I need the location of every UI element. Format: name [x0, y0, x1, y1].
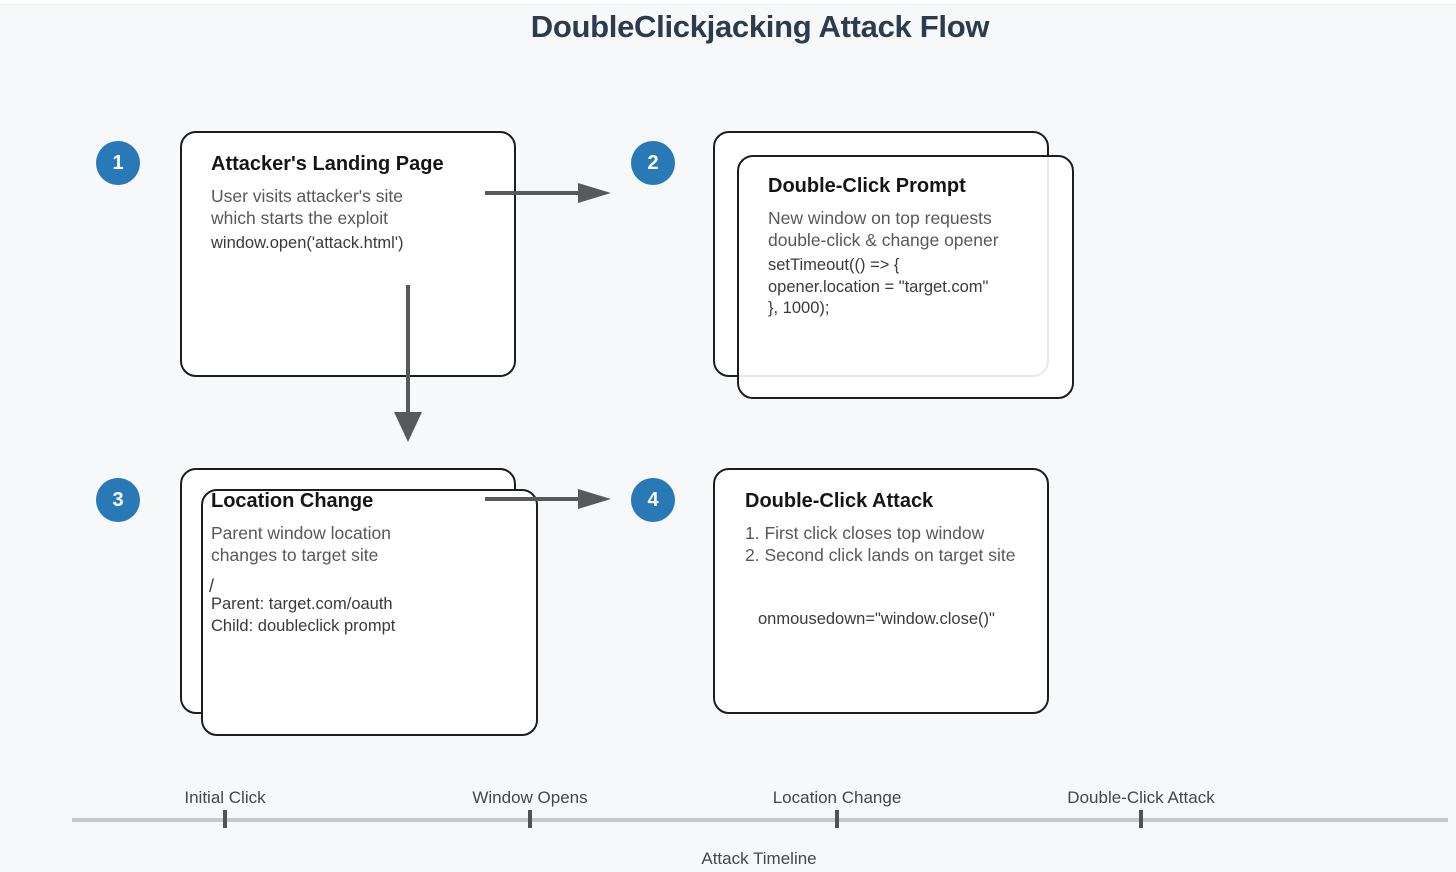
- card-3-title: Location Change: [211, 490, 374, 512]
- card-4-title: Double-Click Attack: [745, 490, 934, 512]
- card-attackers-landing-page: [180, 131, 516, 377]
- card-2-body-line: New window on top requests: [768, 208, 992, 228]
- card-1-content: Attacker's Landing Page User visits atta…: [211, 153, 444, 255]
- card-1-title: Attacker's Landing Page: [211, 153, 444, 175]
- arrow-down-icon: [394, 412, 422, 442]
- card-double-click-attack: [713, 468, 1049, 714]
- timeline-label-initial-click: Initial Click: [184, 788, 266, 807]
- card-3-body-line: changes to target site: [211, 544, 379, 565]
- card-4-content: Double-Click Attack 1. First click close…: [745, 490, 1015, 631]
- top-strip: [0, 0, 1456, 5]
- card-1-body-line: User visits attacker's site: [211, 186, 403, 206]
- timeline-tick: [528, 810, 532, 828]
- card-4-body-line: 2. Second click lands on target site: [745, 544, 1016, 565]
- timeline-tick: [1139, 810, 1143, 828]
- timeline-label-window-opens: Window Opens: [472, 788, 588, 807]
- card-2-code-line: }, 1000);: [768, 299, 830, 317]
- card-2-code-line: opener.location = "target.com": [768, 277, 989, 296]
- stray-slash-glyph: /: [209, 576, 215, 596]
- card-2-body-line: double-click & change opener: [768, 229, 999, 250]
- card-1-body-line: which starts the exploit: [211, 207, 389, 228]
- timeline-tick: [223, 810, 227, 828]
- timeline-label-location-change: Location Change: [772, 788, 902, 807]
- card-3-detail-line: Parent: target.com/oauth: [211, 595, 393, 613]
- step-badge-2: 2: [631, 141, 675, 185]
- card-2-title: Double-Click Prompt: [768, 175, 966, 197]
- page-title: DoubleClickjacking Attack Flow: [530, 9, 990, 44]
- timeline-caption: Attack Timeline: [701, 849, 817, 868]
- arrow-right-line: [485, 497, 580, 501]
- arrow-right-icon: [578, 183, 611, 203]
- arrow-right-line: [485, 191, 580, 195]
- arrow-right-icon: [578, 489, 611, 509]
- step-badge-1: 1: [96, 141, 140, 185]
- arrow-down-line: [406, 285, 410, 415]
- card-4-body-line: 1. First click closes top window: [745, 523, 985, 543]
- card-3-body-line: Parent window location: [211, 523, 391, 543]
- timeline-tick: [835, 810, 839, 828]
- card-location-change: [201, 489, 538, 736]
- card-2-content: Double-Click Prompt New window on top re…: [768, 175, 999, 320]
- step-badge-3: 3: [96, 478, 140, 522]
- step-badge-4: 4: [631, 478, 675, 522]
- card-double-click-prompt: [737, 155, 1074, 399]
- card-2-code-line: setTimeout(() => {: [768, 256, 900, 274]
- timeline-label-double-click-attack: Double-Click Attack: [1067, 788, 1215, 807]
- card-1-code-line: window.open('attack.html'): [211, 234, 404, 252]
- card-4-code-line: onmousedown="window.close()": [758, 610, 995, 628]
- card-3-content: Location Change Parent window location c…: [211, 490, 395, 637]
- card-3-detail-line: Child: doubleclick prompt: [211, 616, 396, 635]
- timeline-axis: [72, 818, 1448, 822]
